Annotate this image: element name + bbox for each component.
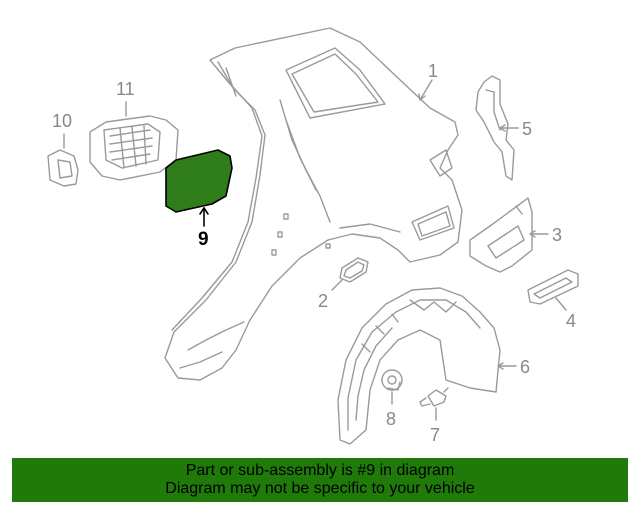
clip-part (419, 387, 449, 407)
callout-3[interactable]: 3 (552, 225, 563, 245)
callout-6[interactable]: 6 (520, 357, 531, 377)
callout-11[interactable]: 11 (116, 79, 135, 99)
callout-7[interactable]: 7 (430, 425, 441, 445)
info-banner: Part or sub-assembly is #9 in diagram Di… (12, 458, 628, 502)
parts-diagram (47, 27, 579, 445)
banner-line-2: Diagram may not be specific to your vehi… (165, 480, 475, 497)
fuel-housing-part (89, 115, 179, 181)
wheel-liner-part (337, 287, 501, 445)
quarter-panel-part (164, 27, 463, 381)
banner-line-1: Part or sub-assembly is #9 in diagram (185, 462, 455, 479)
fuel-door-housing-part (339, 257, 369, 283)
hinge-part (47, 149, 79, 187)
callout-10[interactable]: 10 (52, 111, 73, 131)
callout-9[interactable]: 9 (198, 229, 209, 250)
callout-8[interactable]: 8 (386, 409, 397, 429)
nut-part (381, 369, 403, 391)
callout-4[interactable]: 4 (566, 311, 577, 331)
reflector-part (527, 269, 579, 305)
callout-2[interactable]: 2 (318, 291, 329, 311)
pillar-bracket-part (475, 75, 515, 181)
callout-5[interactable]: 5 (522, 119, 533, 139)
bracket-part (469, 197, 533, 273)
fuel-door-part-highlighted (165, 149, 233, 213)
callout-1[interactable]: 1 (428, 61, 439, 81)
